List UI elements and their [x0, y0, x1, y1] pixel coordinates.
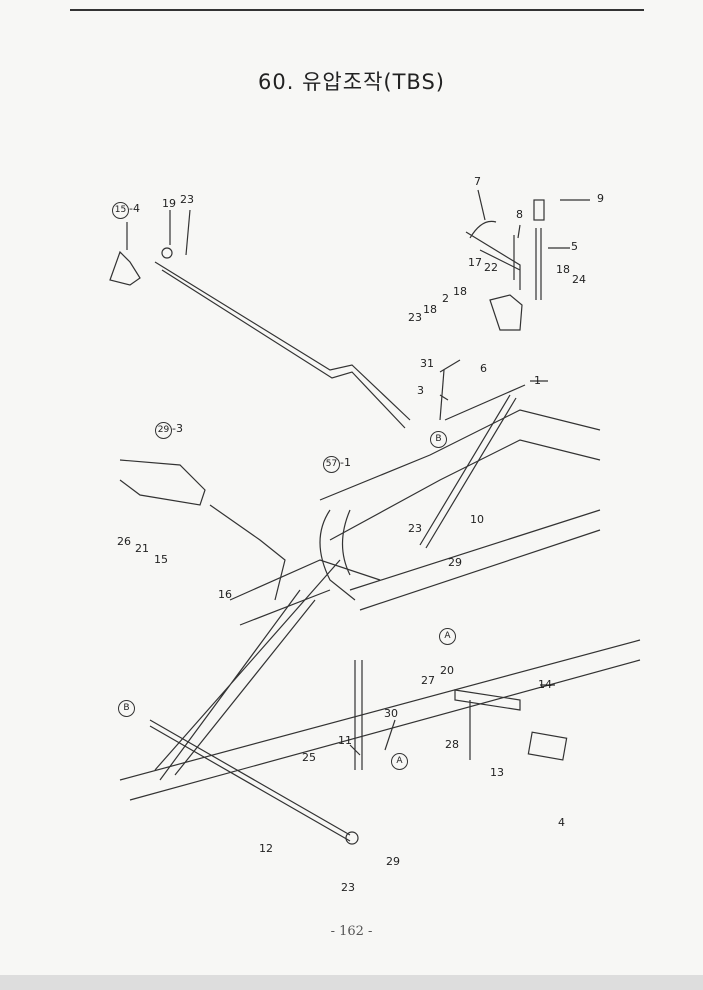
callout-13: 13	[490, 766, 504, 779]
callout-26: 26	[117, 535, 131, 548]
callout-15-4: 15-4	[112, 202, 140, 219]
scan-edge	[0, 975, 703, 990]
callout-A: A	[391, 753, 408, 770]
upper-link-rod	[154, 261, 411, 429]
callout-8: 8	[516, 208, 523, 221]
link-3	[439, 369, 445, 421]
page-title: 60. 유압조작(TBS)	[258, 70, 445, 94]
callout-6: 6	[480, 362, 487, 375]
callout-23: 23	[408, 311, 422, 324]
callout-1: 1	[534, 374, 541, 387]
callout-17: 17	[468, 256, 482, 269]
bracket-15-4	[109, 250, 141, 286]
callout-30: 30	[384, 707, 398, 720]
callout-3: 3	[417, 384, 424, 397]
callout-57-1: 57-1	[323, 456, 351, 473]
rod-12	[149, 719, 351, 842]
callout-22: 22	[484, 261, 498, 274]
lever-6	[489, 294, 523, 331]
page-number: - 162 -	[330, 924, 373, 939]
callout-4: 4	[558, 816, 565, 829]
callout-18: 18	[423, 303, 437, 316]
callout-29-3: 29-3	[155, 422, 183, 439]
callout-24: 24	[572, 273, 586, 286]
callout-20: 20	[440, 664, 454, 677]
frame-body	[229, 509, 601, 626]
callout-5: 5	[571, 240, 578, 253]
callout-11: 11	[338, 734, 352, 747]
frame-arc	[319, 509, 356, 601]
callout-29: 29	[386, 855, 400, 868]
callout-19: 19	[162, 197, 176, 210]
callout-23: 23	[341, 881, 355, 894]
callout-29: 29	[448, 556, 462, 569]
link-11	[354, 660, 363, 770]
callout-28: 28	[445, 738, 459, 751]
callout-12: 12	[259, 842, 273, 855]
callout-B: B	[430, 431, 447, 448]
pedal-13	[454, 689, 521, 760]
callout-18: 18	[453, 285, 467, 298]
callout-2: 2	[442, 292, 449, 305]
callout-14: 14	[538, 678, 552, 691]
leader-lines	[126, 189, 590, 756]
callout-7: 7	[474, 175, 481, 188]
bracket-29-3	[119, 459, 206, 506]
rod-5	[535, 228, 542, 300]
leg-left	[154, 559, 341, 781]
knob-9	[533, 199, 545, 221]
callout-25: 25	[302, 751, 316, 764]
callout-B: B	[118, 700, 135, 717]
callout-15: 15	[154, 553, 168, 566]
callout-18: 18	[556, 263, 570, 276]
tube-10	[419, 394, 517, 549]
arm-7	[469, 220, 497, 239]
callout-31: 31	[420, 357, 434, 370]
triangle-leader	[444, 384, 526, 421]
callout-10: 10	[470, 513, 484, 526]
callout-27: 27	[421, 674, 435, 687]
callout-23: 23	[180, 193, 194, 206]
cable-16	[209, 504, 286, 601]
pedal-pad-4	[527, 731, 568, 761]
callout-23: 23	[408, 522, 422, 535]
joint-12	[345, 831, 359, 845]
callout-A: A	[439, 628, 456, 645]
plate-bracket	[465, 231, 521, 290]
washer-19	[161, 247, 173, 259]
frame-top	[319, 409, 601, 541]
callout-21: 21	[135, 542, 149, 555]
callout-9: 9	[597, 192, 604, 205]
top-rule	[70, 9, 644, 11]
base-bar	[119, 639, 641, 801]
callout-16: 16	[218, 588, 232, 601]
